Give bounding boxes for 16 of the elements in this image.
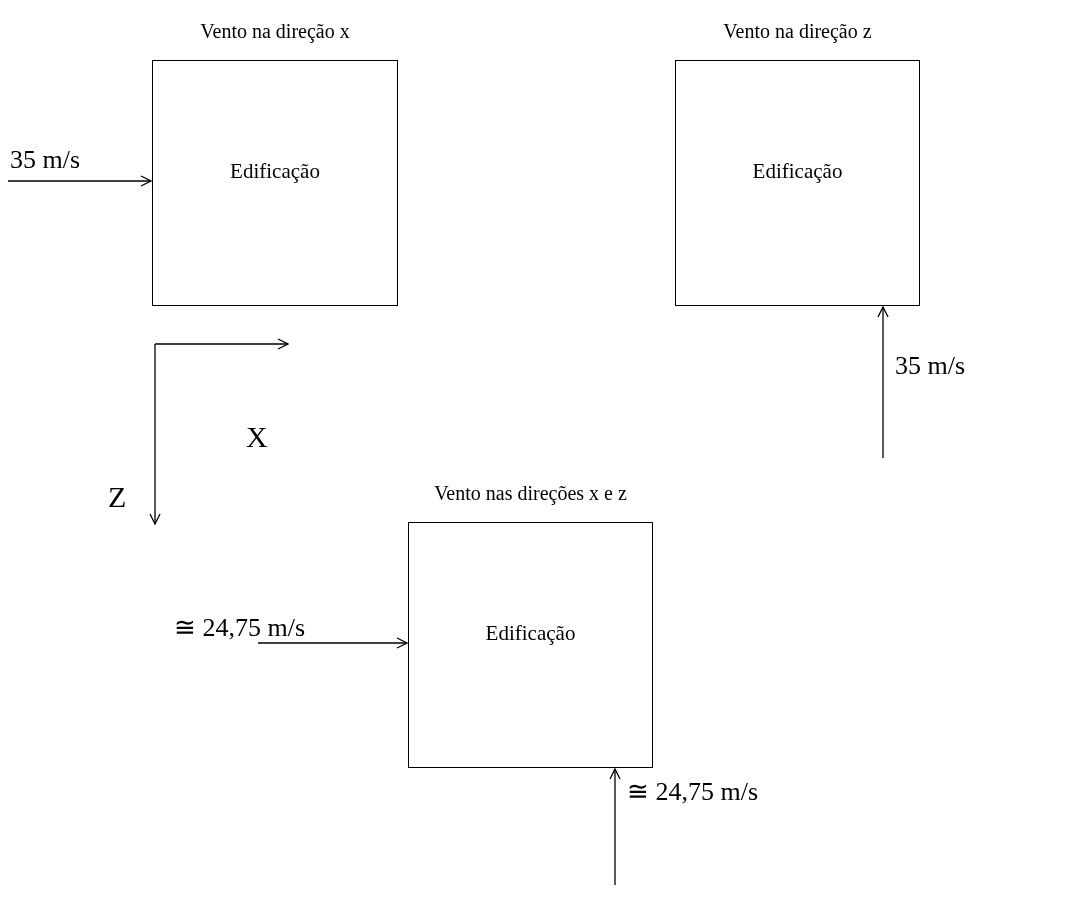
box-text: Edificação [751,158,844,184]
edge-label: 35 m/s [10,146,81,175]
edge-label: 35 m/s [895,352,966,381]
wind-arrow [257,637,408,649]
wind-arrow [609,768,621,886]
edge-label: ≅ 24,75 m/s [174,614,306,643]
axis-label: X [246,420,268,453]
wind-arrow [7,175,152,187]
box-heading: Vento na direção x [199,20,351,43]
box-heading: Vento na direção z [722,20,873,43]
box-text: Edificação [484,620,577,646]
box-text: Edificação [229,158,321,184]
axis-label: Z [108,480,127,513]
wind-arrow [877,306,889,459]
edge-label: ≅ 24,75 m/s [627,778,759,807]
box-heading: Vento nas direções x e z [433,482,628,505]
